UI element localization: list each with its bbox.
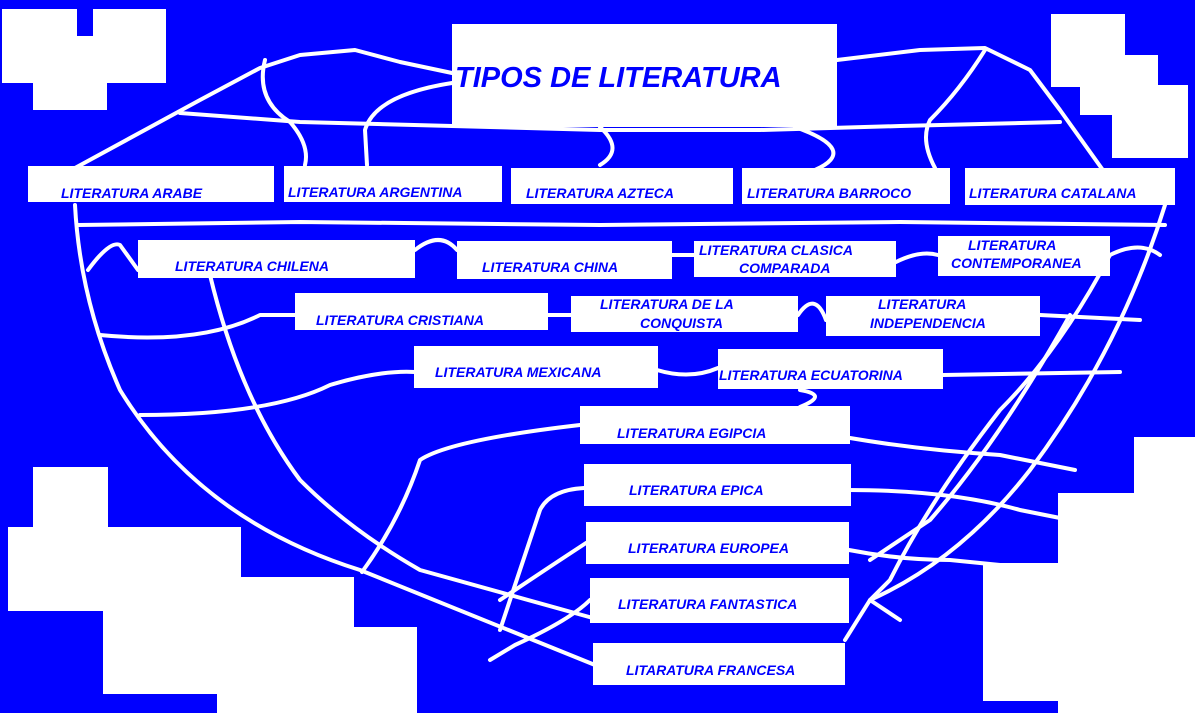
node-label: LITERATURA BARROCO [747, 185, 912, 201]
node-literatura-europea: LITERATURA EUROPEA [586, 522, 849, 564]
node-literatura-independencia: LITERATURA INDEPENDENCIA [826, 296, 1040, 336]
node-label: LITERATURA MEXICANA [435, 364, 602, 380]
node-label: LITERATURA EUROPEA [628, 540, 789, 556]
node-label: LITERATURA CATALANA [969, 185, 1137, 201]
crossline-mid [76, 220, 1167, 227]
corner-shape-top-left-lower [33, 80, 107, 110]
node-label: LITERATURA CHINA [482, 259, 619, 275]
node-label: LITARATURA FRANCESA [626, 662, 796, 678]
node-label: LITERATURA FANTASTICA [618, 596, 798, 612]
bowl-left-wall [73, 203, 597, 667]
node-literatura-mexicana: LITERATURA MEXICANA [414, 346, 658, 388]
crossline-upper [178, 111, 1062, 132]
bowl-outline-right [835, 46, 1112, 182]
node-label-line-2: CONQUISTA [640, 315, 723, 331]
node-literatura-cristiana: LITERATURA CRISTIANA [295, 293, 548, 330]
node-label-line-1: LITERATURA CLASICA [699, 242, 853, 258]
node-literatura-contemporanea: LITERATURA CONTEMPORANEA [938, 236, 1110, 276]
node-label: LITERATURA ARGENTINA [288, 184, 463, 200]
node-label-line-2: CONTEMPORANEA [951, 255, 1082, 271]
node-literatura-china: LITERATURA CHINA [457, 241, 672, 279]
node-literatura-clasica-comparada: LITERATURA CLASICA COMPARADA [694, 241, 896, 277]
node-literatura-francesa: LITARATURA FRANCESA [593, 643, 845, 685]
corner-shape-top-right-3 [1112, 85, 1188, 158]
node-label-line-2: COMPARADA [739, 260, 831, 276]
node-literatura-ecuatorina: LITERATURA ECUATORINA [718, 349, 943, 389]
node-label: LITERATURA ECUATORINA [719, 367, 903, 383]
node-literatura-azteca: LITERATURA AZTECA [511, 168, 733, 204]
node-literatura-catalana: LITERATURA CATALANA [965, 168, 1175, 205]
node-label: LITERATURA CRISTIANA [316, 312, 484, 328]
node-label: LITERATURA ARABE [61, 185, 203, 201]
node-literatura-barroco: LITERATURA BARROCO [742, 168, 950, 204]
node-literatura-egipcia: LITERATURA EGIPCIA [580, 406, 850, 444]
node-label-line-1: LITERATURA [878, 296, 967, 312]
node-literatura-epica: LITERATURA EPICA [584, 464, 851, 506]
node-label: LITERATURA CHILENA [175, 258, 329, 274]
corner-shape-bottom-right-3 [983, 563, 1195, 701]
node-label: LITERATURA EPICA [629, 482, 764, 498]
node-literatura-chilena: LITERATURA CHILENA [138, 240, 415, 278]
node-literatura-fantastica: LITERATURA FANTASTICA [590, 578, 849, 623]
title-box [452, 24, 837, 127]
corner-notch [77, 9, 93, 36]
node-label-line-2: INDEPENDENCIA [870, 315, 986, 331]
bowl-outline-left [73, 48, 454, 170]
node-label: LITERATURA AZTECA [526, 185, 675, 201]
diagram-title: TIPOS DE LITERATURA [455, 62, 782, 94]
node-label-line-1: LITERATURA DE LA [600, 296, 734, 312]
node-label: LITERATURA EGIPCIA [617, 425, 767, 441]
node-label-line-1: LITERATURA [968, 237, 1057, 253]
node-literatura-de-la-conquista: LITERATURA DE LA CONQUISTA [571, 296, 798, 332]
node-literatura-argentina: LITERATURA ARGENTINA [284, 166, 502, 202]
corner-shape-bottom-left-4 [217, 627, 417, 713]
bowl-right-wall [843, 203, 1167, 642]
node-literatura-arabe: LITERATURA ARABE [28, 166, 274, 202]
